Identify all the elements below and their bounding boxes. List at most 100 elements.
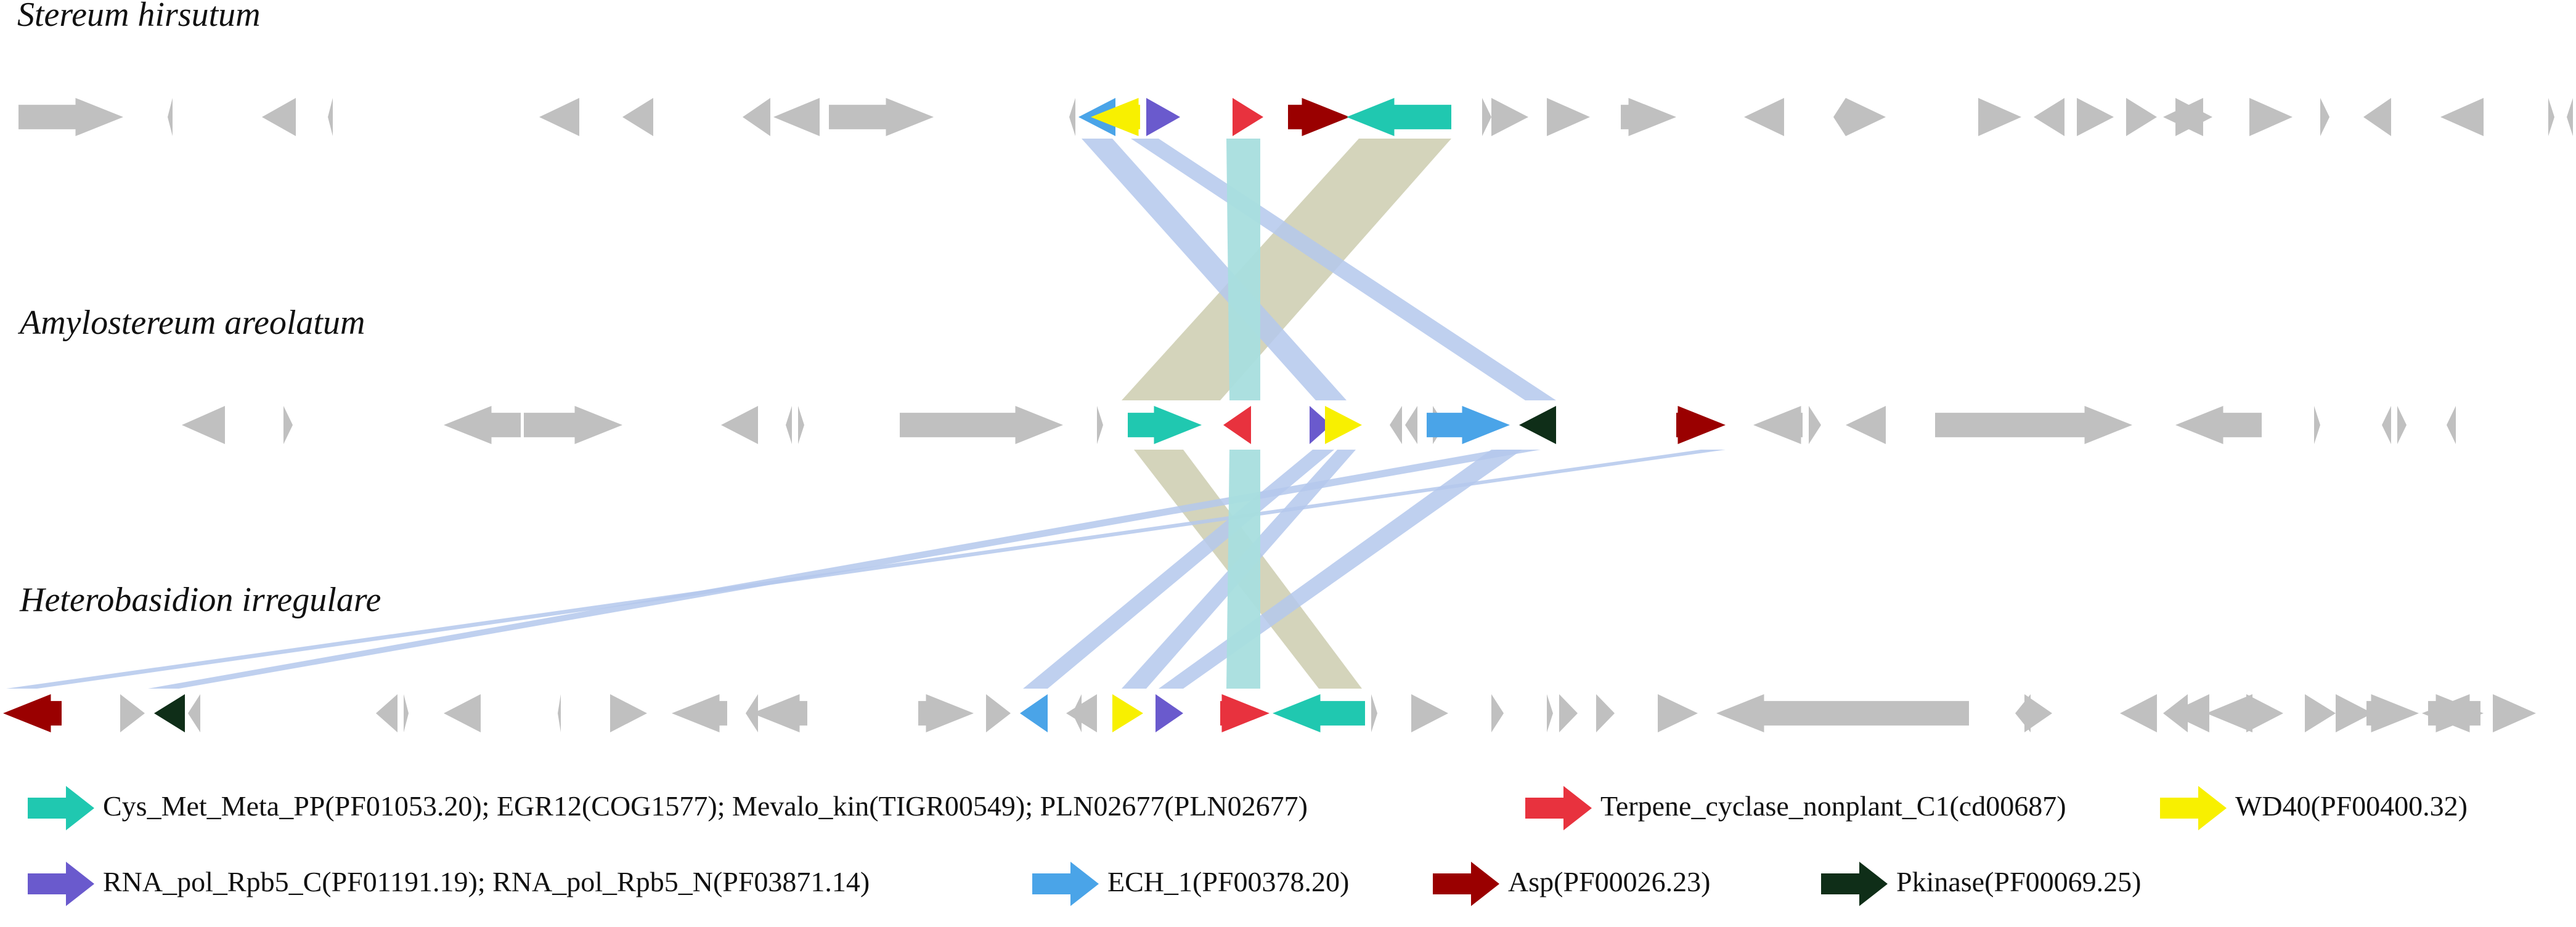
gene-arrow <box>900 406 1063 444</box>
gene-arrow <box>721 406 758 444</box>
gene-arrow <box>1559 694 1578 732</box>
gene-arrow <box>1547 98 1590 136</box>
gene-arrow <box>262 98 296 136</box>
gene-arrow <box>2034 98 2064 136</box>
gene-arrow <box>2120 694 2157 732</box>
gene-arrow <box>1273 694 1365 732</box>
gene-arrow <box>2320 98 2329 136</box>
gene-arrow <box>1833 98 1846 136</box>
gene-arrow <box>1491 694 1504 732</box>
gene-arrow <box>1112 694 1143 732</box>
gene-arrow <box>986 694 1011 732</box>
legend-label: Asp(PF00026.23) <box>1508 866 1711 897</box>
gene-arrow <box>1846 98 1886 136</box>
gene-arrow <box>786 406 792 444</box>
species-label-2: Amylostereum areolatum <box>20 304 365 342</box>
gene-arrow <box>2246 694 2283 732</box>
gene-arrow <box>524 406 622 444</box>
gene-arrow <box>2206 694 2252 732</box>
gene-arrow <box>1288 98 1350 136</box>
gene-arrow <box>1347 98 1451 136</box>
gene-arrow <box>1427 406 1510 444</box>
gene-arrow <box>1658 694 1698 732</box>
gene-arrow <box>1325 406 1362 444</box>
gene-arrow <box>2428 694 2484 732</box>
gene-arrow <box>188 694 200 732</box>
gene-arrow <box>1091 98 1140 136</box>
gene-arrow <box>444 694 481 732</box>
gene-track-1 <box>18 98 2573 136</box>
gene-arrow <box>2493 694 2536 732</box>
homology-link-ech-wd-1-2 <box>1082 139 1347 400</box>
gene-arrow <box>182 406 225 444</box>
gene-arrow <box>1390 406 1402 444</box>
gene-arrow <box>3 694 62 732</box>
purple-arrow-icon <box>28 862 94 906</box>
gene-arrow <box>1716 694 1969 732</box>
gene-arrow <box>1744 98 1784 136</box>
gene-arrow <box>168 98 173 136</box>
gene-arrow <box>2175 406 2262 444</box>
gene-arrow <box>752 694 807 732</box>
species-label-1: Stereum hirsutum <box>17 0 261 34</box>
gene-arrow <box>1547 694 1553 732</box>
gene-arrow <box>1223 406 1251 444</box>
gene-arrow <box>773 98 820 136</box>
gene-arrow <box>2314 406 2320 444</box>
gene-arrow <box>1156 694 1183 732</box>
gene-track-2 <box>182 406 2456 444</box>
gene-arrow <box>539 98 579 136</box>
gene-arrow <box>2397 406 2407 444</box>
gene-arrow <box>1020 694 1048 732</box>
gene-arrow <box>1978 98 2021 136</box>
gene-arrow <box>444 406 521 444</box>
gene-arrow <box>2024 694 2052 732</box>
homology-link-terpene-2-3 <box>1226 450 1260 689</box>
gene-arrow <box>1753 406 1803 444</box>
gene-arrow <box>622 98 653 136</box>
gene-arrow <box>1097 406 1103 444</box>
gene-arrow <box>558 694 561 732</box>
gene-arrow <box>1809 406 1821 444</box>
gene-arrow <box>120 694 145 732</box>
gene-arrow <box>1676 406 1726 444</box>
gene-arrow <box>1482 98 1491 136</box>
gene-arrow <box>672 694 727 732</box>
homology-link-asp-2-3 <box>6 450 1726 689</box>
gene-arrow <box>376 694 397 732</box>
gene-arrow <box>2249 98 2293 136</box>
homology-link-terpene-1-2 <box>1226 139 1260 400</box>
legend-label: ECH_1(PF00378.20) <box>1107 866 1350 897</box>
gene-arrow <box>2382 406 2391 444</box>
gene-arrow <box>2126 98 2157 136</box>
homology-links <box>6 139 1726 689</box>
gene-arrow <box>743 98 770 136</box>
yellow-arrow-icon <box>2160 786 2227 830</box>
gene-arrow <box>1371 694 1377 732</box>
gene-arrow <box>2169 694 2209 732</box>
gene-arrow <box>2366 694 2419 732</box>
gene-arrow <box>2447 406 2456 444</box>
gene-arrow <box>1935 406 2132 444</box>
gene-arrow <box>1066 694 1097 732</box>
gene-arrow <box>1128 406 1202 444</box>
legend-label: Pkinase(PF00069.25) <box>1896 866 2142 897</box>
blue-arrow-icon <box>1032 862 1099 906</box>
legend-label: Terpene_cyclase_nonplant_C1(cd00687) <box>1600 790 2066 822</box>
legend-label: WD40(PF00400.32) <box>2235 790 2468 822</box>
gene-arrow <box>1411 694 1448 732</box>
gene-arrow <box>404 694 409 732</box>
gene-arrow <box>1146 98 1180 136</box>
gene-arrow <box>2077 98 2114 136</box>
gene-arrow <box>1491 98 1528 136</box>
gene-tracks-svg <box>3 98 2573 732</box>
species-label-3: Heterobasidion irregulare <box>20 581 381 619</box>
darkgreen-arrow-icon <box>1821 862 1888 906</box>
gene-arrow <box>1621 98 1676 136</box>
gene-arrow <box>918 694 974 732</box>
gene-arrow <box>2305 694 2336 732</box>
red-arrow-icon <box>1525 786 1592 830</box>
gene-arrow <box>1220 694 1270 732</box>
gene-arrow <box>2567 98 2573 136</box>
gene-arrow <box>1846 406 1886 444</box>
